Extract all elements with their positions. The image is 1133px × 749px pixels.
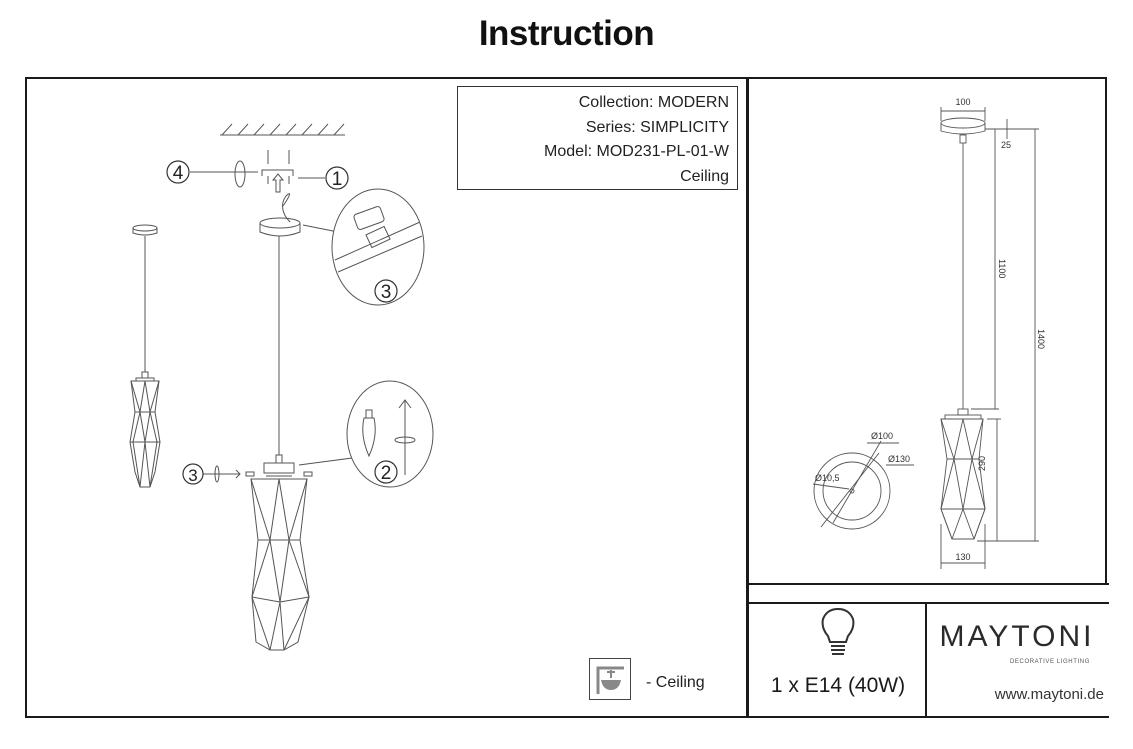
assembly-diagram: 4 1 3 2 3 <box>129 123 434 651</box>
series-label: Series: SIMPLICITY <box>585 118 729 136</box>
step-1-marker <box>325 166 349 190</box>
step-4-label: 4 <box>173 163 184 184</box>
ceiling-legend-label: - Ceiling <box>646 674 705 691</box>
dim-canopy-height: 25 <box>1001 140 1011 150</box>
frame-right-upper <box>1105 77 1107 585</box>
dim-shade-width: 130 <box>955 552 970 562</box>
light-bulb-icon <box>821 607 855 655</box>
dimension-drawing: 100 25 1100 1400 290 130 Ø100 Ø130 Ø10,5 <box>812 97 1046 569</box>
canopy <box>259 217 301 455</box>
frame-divider-h1 <box>748 583 1109 585</box>
step-3b-marker <box>182 463 204 485</box>
dim-total-height: 1400 <box>1036 329 1046 349</box>
ceiling-hatch <box>220 123 345 136</box>
pendant-overview <box>129 224 161 488</box>
step-1-label: 1 <box>332 169 343 190</box>
brand-tagline: DECORATIVE LIGHTING <box>1010 659 1090 665</box>
wire-hook <box>282 193 291 223</box>
pendant-main <box>250 454 310 651</box>
dim-shade-height: 290 <box>977 456 987 471</box>
callout-wiring <box>302 188 425 306</box>
brand-website: www.maytoni.de <box>994 686 1104 703</box>
step-3-label: 3 <box>381 282 392 303</box>
frame-divider-bottom <box>925 602 927 718</box>
product-info-box: Collection: MODERN Series: SIMPLICITY Mo… <box>457 86 738 190</box>
step-2-marker <box>374 460 398 484</box>
brand-logo: MAYTONI <box>939 620 1095 653</box>
collection-label: Collection: MODERN <box>578 94 729 111</box>
frame-bottom <box>25 716 1109 718</box>
callout-bulb <box>298 380 434 488</box>
page-title: Instruction <box>478 14 655 53</box>
step-2-label: 2 <box>381 463 392 484</box>
frame-left <box>25 77 27 718</box>
step-4-marker <box>166 160 190 184</box>
dim-canopy-inner-dia: Ø100 <box>871 431 893 441</box>
frame-divider-main <box>746 77 749 718</box>
step-3b-label: 3 <box>188 466 197 485</box>
dim-canopy-width: 100 <box>955 97 970 107</box>
frame-divider-h2 <box>748 602 1109 604</box>
mounting-bracket <box>190 150 325 193</box>
frame-top <box>25 77 1107 79</box>
ceiling-mount-icon <box>589 658 631 700</box>
step-3-marker <box>374 279 398 303</box>
dim-canopy-outer-dia: Ø130 <box>888 454 910 464</box>
dim-hole-dia: Ø10,5 <box>815 473 840 483</box>
mount-type-label: Ceiling <box>680 167 729 185</box>
bulb-spec: 1 x E14 (40W) <box>770 674 906 697</box>
dim-cord-length: 1100 <box>997 259 1007 278</box>
model-label: Model: MOD231-PL-01-W <box>544 143 729 160</box>
